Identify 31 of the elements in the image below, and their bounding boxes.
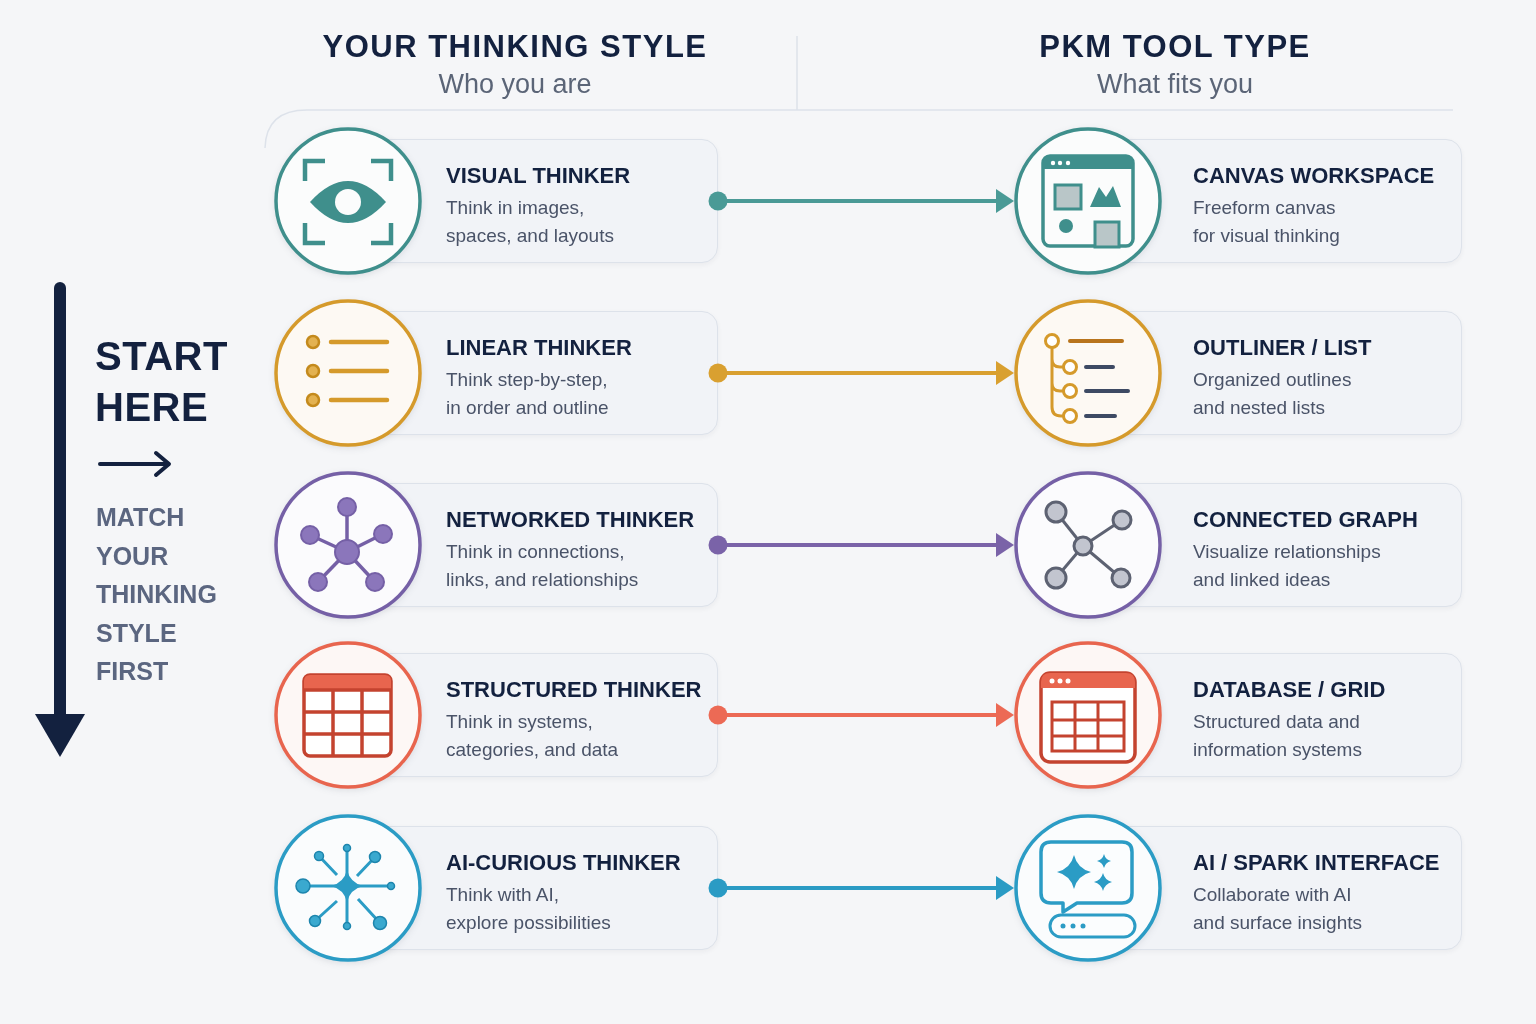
card-heading: VISUAL THINKER: [446, 162, 631, 190]
connector-arrow: [708, 703, 1014, 727]
card-description: Think in images, spaces, and layouts: [446, 196, 615, 248]
connector-arrow: [708, 533, 1014, 557]
card-heading: DATABASE / GRID: [1193, 676, 1386, 704]
card-heading: STRUCTURED THINKER: [446, 676, 702, 704]
card-description: Think step-by-step, in order and outline: [446, 368, 610, 420]
card-description: Collaborate with AI and surface insights: [1193, 883, 1363, 935]
column-title: YOUR THINKING STYLE: [321, 28, 709, 66]
column-subtitle: What fits you: [1095, 68, 1255, 101]
column-subtitle: Who you are: [437, 68, 593, 101]
column-title: PKM TOOL TYPE: [1038, 28, 1312, 66]
card-heading: NETWORKED THINKER: [446, 506, 695, 534]
start-heading: START HERE: [95, 333, 229, 431]
card-description: Structured data and information systems: [1193, 710, 1363, 762]
card-heading: AI-CURIOUS THINKER: [446, 849, 681, 877]
card-description: Visualize relationships and linked ideas: [1193, 540, 1382, 592]
card-heading: OUTLINER / LIST: [1193, 334, 1372, 362]
connector-arrow: [708, 876, 1014, 900]
connector-arrow: [708, 189, 1014, 213]
card-description: Think in connections, links, and relationships: [446, 540, 640, 592]
card-description: Organized outlines and nested lists: [1193, 368, 1353, 420]
card-description: Freeform canvas for visual thinking: [1193, 196, 1341, 248]
instruction-text: MATCH YOUR THINKING STYLE FIRST: [96, 502, 218, 688]
card-heading: CONNECTED GRAPH: [1193, 506, 1418, 534]
card-heading: LINEAR THINKER: [446, 334, 632, 362]
card-description: Think with AI, explore possibilities: [446, 883, 612, 935]
card-description: Think in systems, categories, and data: [446, 710, 620, 762]
card-heading: AI / SPARK INTERFACE: [1193, 849, 1440, 877]
connector-arrow: [708, 361, 1014, 385]
card-heading: CANVAS WORKSPACE: [1193, 162, 1435, 190]
